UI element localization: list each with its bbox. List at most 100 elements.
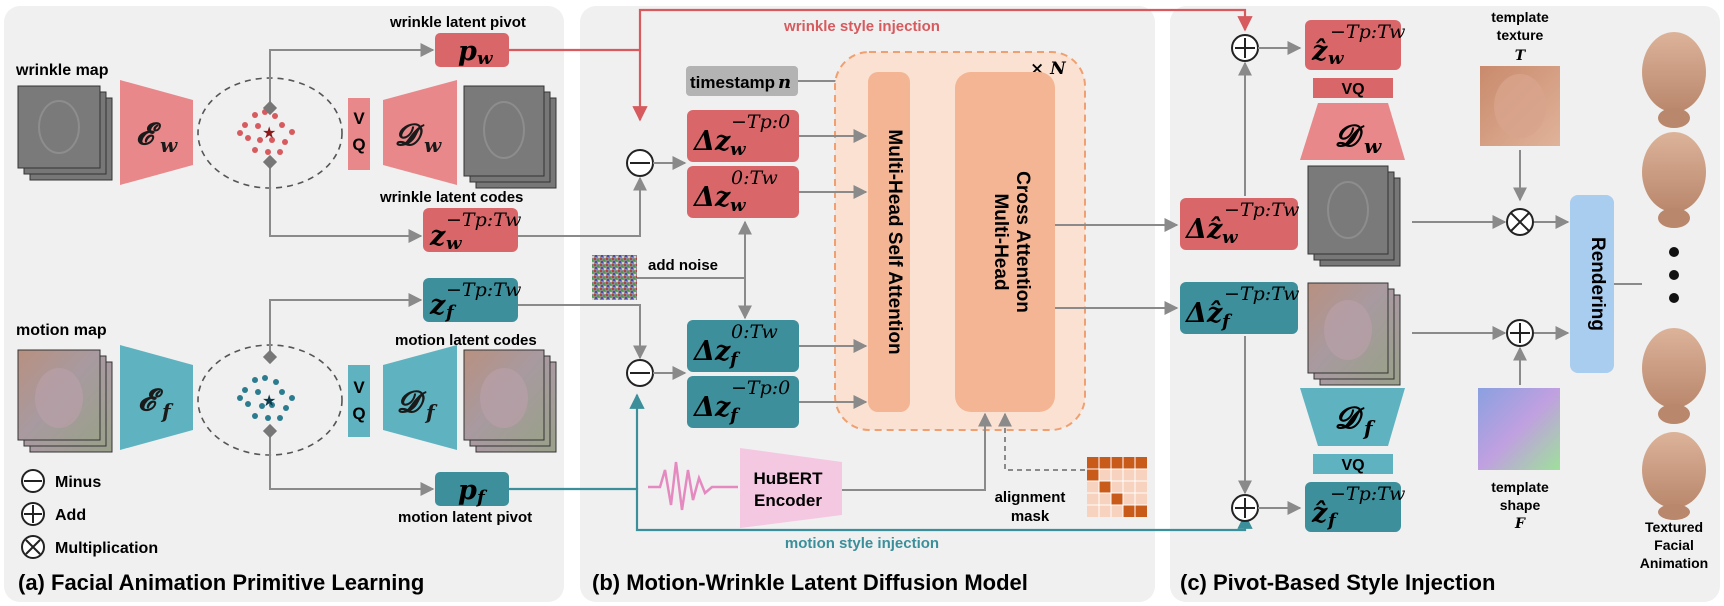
section-b-title: (b) Motion-Wrinkle Latent Diffusion Mode… <box>592 570 1028 595</box>
decoder-wrinkle-block <box>1300 103 1405 160</box>
svg-text:Δz: Δz <box>692 126 731 157</box>
dz-motion-past-box <box>687 376 799 428</box>
add-wrinkle-icon <box>1231 34 1259 62</box>
svg-text:Animation: Animation <box>1640 555 1708 571</box>
wrinkle-decoder: 𝓓 w <box>383 80 457 185</box>
svg-text:Facial: Facial <box>1654 537 1694 553</box>
audio-waveform-icon <box>648 461 738 511</box>
dz-hat-wrinkle-box <box>1180 198 1298 250</box>
wrinkle-pivot-label: wrinkle latent pivot <box>389 14 526 31</box>
svg-text:−Tp:0: −Tp:0 <box>731 111 790 133</box>
svg-text:Q: Q <box>352 135 365 154</box>
cross-attention-block <box>955 72 1055 412</box>
legend: Minus Add Multiplication <box>21 469 158 559</box>
svg-text:−Tp:Tw: −Tp:Tw <box>446 209 521 231</box>
svg-text:w: w <box>1222 227 1239 248</box>
svg-text:w: w <box>477 48 494 69</box>
motion-pivot-box <box>435 472 509 506</box>
motion-vq-block <box>348 365 370 437</box>
decoder-motion-block <box>1300 388 1405 446</box>
decoded-wrinkle-stack <box>1307 165 1401 267</box>
rendering-label: Rendering <box>1587 237 1608 331</box>
self-attention-label: Multi-Head Self Attention <box>884 129 905 354</box>
minus-icon <box>21 469 45 493</box>
dz-wrinkle-future-box <box>687 166 799 218</box>
hubert-encoder-block <box>740 448 842 528</box>
motion-codes-label: motion latent codes <box>395 332 537 349</box>
rendered-face-4 <box>1642 432 1706 520</box>
svg-text:Add: Add <box>55 507 86 524</box>
motion-map-stack <box>17 349 113 453</box>
svg-text:Encoder: Encoder <box>754 491 822 510</box>
motion-encoder: 𝓔 f <box>120 345 193 450</box>
svg-text:Δz: Δz <box>692 392 731 423</box>
svg-text:f: f <box>160 399 174 423</box>
section-a-title: (a) Facial Animation Primitive Learning <box>18 570 424 595</box>
svg-text:F: F <box>1514 516 1526 532</box>
rendered-face-3 <box>1642 328 1706 424</box>
wrinkle-vq-block <box>348 98 370 170</box>
svg-text:Q: Q <box>352 404 365 423</box>
svg-text:template: template <box>1491 479 1549 495</box>
svg-text:−Tp:Tw: −Tp:Tw <box>1330 21 1405 43</box>
multiplication-icon <box>21 535 45 559</box>
self-attention-block <box>868 72 910 412</box>
motion-decoder: 𝓓 f <box>383 345 457 450</box>
motion-latent-points <box>237 375 295 421</box>
add-noise-label: add noise <box>648 257 718 274</box>
svg-text:p: p <box>458 475 477 506</box>
svg-text:Minus: Minus <box>55 474 101 491</box>
motion-pivot-label: motion latent pivot <box>398 509 532 526</box>
dz-motion-future-box <box>687 320 799 372</box>
svg-text:ẑ: ẑ <box>1311 36 1328 67</box>
motion-injection-label: motion style injection <box>785 535 939 552</box>
svg-text:w: w <box>160 133 178 157</box>
section-c-title: (c) Pivot-Based Style Injection <box>1180 570 1495 595</box>
z-hat-wrinkle-box <box>1305 20 1401 70</box>
svg-text:w: w <box>730 195 747 216</box>
noise-image <box>592 255 637 300</box>
svg-text:HuBERT: HuBERT <box>754 469 824 488</box>
svg-text:shape: shape <box>1500 497 1541 513</box>
z-hat-motion-box <box>1305 482 1401 532</box>
svg-text:VQ: VQ <box>1341 457 1364 474</box>
svg-text:n: n <box>778 72 791 93</box>
rendering-block <box>1570 195 1614 373</box>
svg-text:z: z <box>429 290 446 321</box>
add-icon <box>21 502 45 526</box>
wrinkle-injection-line <box>509 8 1253 52</box>
svg-text:w: w <box>446 233 463 254</box>
svg-text:−Tp:Tw: −Tp:Tw <box>1224 199 1299 221</box>
wrinkle-map-label: wrinkle map <box>15 62 109 79</box>
ellipsis-dots <box>1669 247 1679 303</box>
svg-text:−Tp:Tw: −Tp:Tw <box>446 279 521 301</box>
motion-codes-box <box>423 278 518 322</box>
cross-attention-label-2: Cross Attention <box>1012 171 1033 313</box>
svg-text:f: f <box>1362 416 1376 440</box>
svg-text:Textured: Textured <box>1645 519 1703 535</box>
timestamp-box <box>686 66 798 96</box>
svg-text:−Tp:Tw: −Tp:Tw <box>1330 483 1405 505</box>
svg-text:−Tp:0: −Tp:0 <box>731 377 790 399</box>
reconstructed-motion-stack <box>463 349 557 453</box>
svg-text:ẑ: ẑ <box>1311 498 1328 529</box>
motion-centroid-star: ★ <box>262 391 276 410</box>
wrinkle-map-stack <box>17 85 113 181</box>
svg-text:T: T <box>1515 48 1527 64</box>
wrinkle-codes-box <box>423 208 518 252</box>
minus-motion-icon <box>626 359 654 387</box>
wrinkle-latent-points <box>237 109 295 155</box>
svg-text:0:Tw: 0:Tw <box>731 167 778 189</box>
svg-text:timestamp: timestamp <box>690 73 775 92</box>
svg-text:VQ: VQ <box>1341 81 1364 98</box>
svg-text:Δz: Δz <box>692 336 731 367</box>
decoded-motion-stack <box>1307 282 1401 386</box>
svg-text:w: w <box>730 139 747 160</box>
svg-text:Δz: Δz <box>692 182 731 213</box>
svg-text:0:Tw: 0:Tw <box>731 321 778 343</box>
svg-text:texture: texture <box>1497 27 1544 43</box>
minus-wrinkle-icon <box>626 149 654 177</box>
svg-text:w: w <box>1364 134 1382 158</box>
svg-text:f: f <box>424 400 438 424</box>
